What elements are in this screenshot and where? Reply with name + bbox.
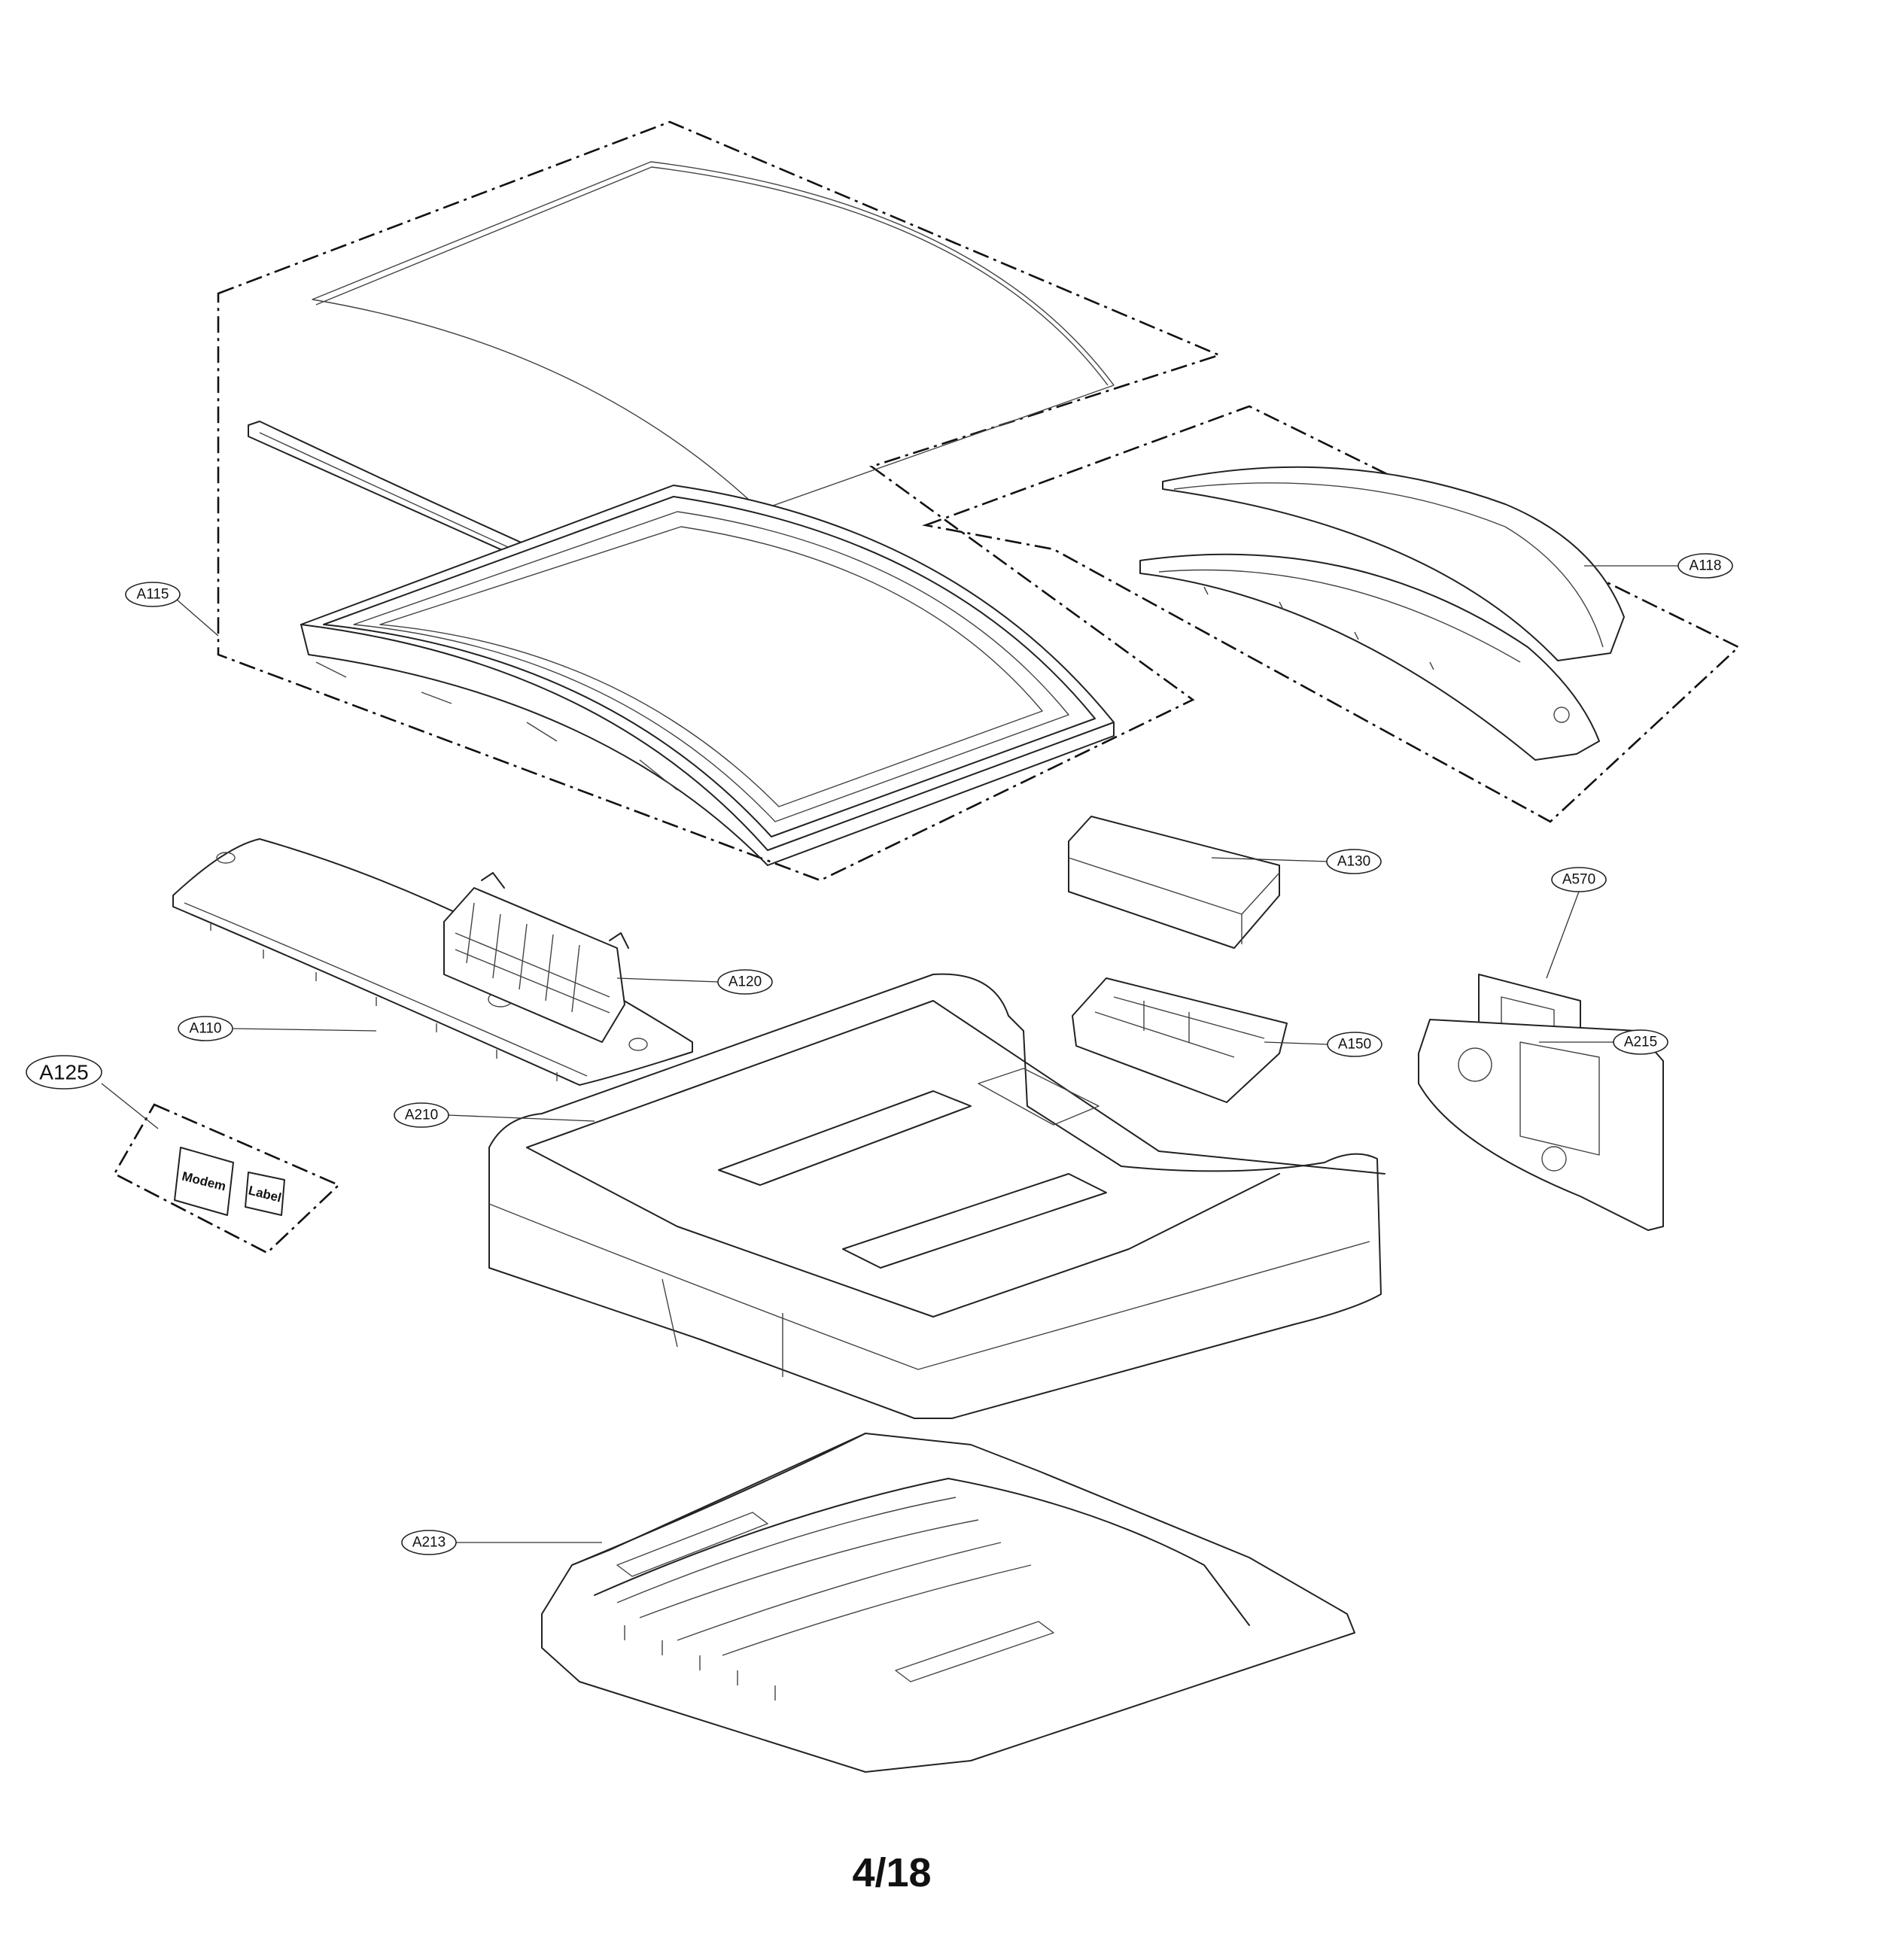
callout-a213-text: A213 xyxy=(412,1535,446,1551)
callout-a110: A110 xyxy=(178,1016,233,1041)
callout-a110-text: A110 xyxy=(190,1021,222,1037)
callout-a118-text: A118 xyxy=(1690,558,1722,574)
page-number: 4/18 xyxy=(852,1850,932,1895)
callout-a215-text: A215 xyxy=(1624,1035,1657,1050)
main-pcb-a120 xyxy=(443,872,629,1043)
base-plate-a213 xyxy=(541,1433,1355,1773)
a115-group-boundary xyxy=(217,120,1222,882)
callout-a210: A210 xyxy=(394,1102,449,1128)
callout-a570: A570 xyxy=(1551,867,1607,892)
a118-group-boundary xyxy=(922,405,1741,823)
callout-a570-text: A570 xyxy=(1562,872,1595,888)
label-sticker: Label xyxy=(245,1172,285,1216)
modem-sticker: Modem xyxy=(174,1147,234,1216)
callout-a150: A150 xyxy=(1327,1032,1382,1057)
module-tray-a150 xyxy=(1072,977,1288,1103)
callout-a213: A213 xyxy=(401,1530,457,1555)
control-panel-cover xyxy=(1162,466,1625,661)
control-panel-frame xyxy=(1139,553,1600,761)
rear-bracket-a215 xyxy=(1418,1019,1664,1231)
door-frame-assembly xyxy=(300,485,1115,866)
leader-lines xyxy=(101,565,1682,1543)
wifi-module-a130 xyxy=(1068,816,1280,949)
callout-a115: A115 xyxy=(125,582,181,607)
callout-a215: A215 xyxy=(1613,1029,1668,1055)
a125-group-boundary xyxy=(113,1103,341,1254)
top-cover-a210 xyxy=(488,973,1385,1419)
callout-a118: A118 xyxy=(1677,553,1733,579)
callout-a130-text: A130 xyxy=(1337,854,1370,870)
callout-a150-text: A150 xyxy=(1338,1037,1371,1053)
callout-a210-text: A210 xyxy=(405,1108,438,1123)
callout-a120-text: A120 xyxy=(728,974,762,990)
door-glass-panel xyxy=(312,161,1115,511)
callout-a130: A130 xyxy=(1326,849,1382,874)
callout-a125-text: A125 xyxy=(39,1061,88,1084)
callout-a120: A120 xyxy=(717,969,773,995)
callout-a115-text: A115 xyxy=(137,587,169,603)
callout-a125: A125 xyxy=(26,1055,102,1090)
